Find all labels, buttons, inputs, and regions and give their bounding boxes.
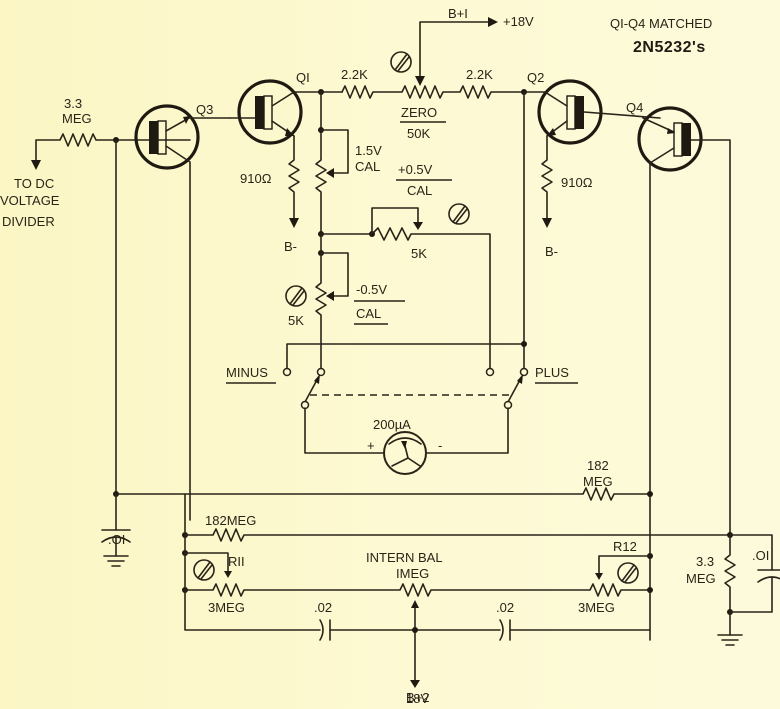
cal-network bbox=[285, 91, 491, 371]
b-plus2-volts-label: 18V bbox=[406, 691, 429, 706]
cal-neg-value-label: 5K bbox=[288, 313, 304, 328]
cal-neg-cal-label: CAL bbox=[356, 306, 381, 321]
zero-label: ZERO bbox=[401, 105, 437, 120]
polarity-switch[interactable] bbox=[282, 341, 529, 410]
cap-left-label: .OI bbox=[108, 532, 125, 547]
cal15-cal-label: CAL bbox=[355, 159, 380, 174]
cap02-right-label: .02 bbox=[496, 600, 514, 615]
feedback-network bbox=[101, 487, 780, 688]
q2-label: Q2 bbox=[527, 70, 544, 85]
emitter-res-right-label: 910Ω bbox=[561, 175, 593, 190]
q1-label: QI bbox=[296, 70, 310, 85]
cal15-label: 1.5V bbox=[355, 143, 382, 158]
r182-left-label: 182MEG bbox=[205, 513, 256, 528]
transistor-q4 bbox=[637, 106, 731, 641]
out-res-label-1: 3.3 bbox=[696, 554, 714, 569]
input-res-label-2: MEG bbox=[62, 111, 92, 126]
r182-right-label-2: MEG bbox=[583, 474, 613, 489]
r22k-left-label: 2.2K bbox=[341, 67, 368, 82]
intern-bal-label: INTERN BAL bbox=[366, 550, 443, 565]
r12-screw-icon bbox=[617, 562, 639, 584]
part-number-note: 2N5232's bbox=[633, 39, 706, 56]
zero-value-label: 50K bbox=[407, 126, 430, 141]
cal-pos-screw-icon bbox=[448, 203, 470, 225]
b-minus-right-label: B- bbox=[545, 244, 558, 259]
cap02-left-label: .02 bbox=[314, 600, 332, 615]
b-plus1-volts-label: +18V bbox=[503, 14, 534, 29]
input-res-label-1: 3.3 bbox=[64, 96, 82, 111]
r11-screw-icon bbox=[193, 559, 215, 581]
meter-plus-label: + bbox=[367, 438, 375, 453]
r22k-right-label: 2.2K bbox=[466, 67, 493, 82]
microammeter bbox=[304, 407, 509, 475]
cal-pos-value-label: 5K bbox=[411, 246, 427, 261]
intern-bal-value-label: IMEG bbox=[396, 566, 429, 581]
r11-label: RII bbox=[228, 554, 245, 569]
transistor-q3 bbox=[134, 104, 231, 521]
transistor-q2 bbox=[524, 79, 661, 228]
meter-minus-label: - bbox=[438, 438, 442, 453]
transistor-q1 bbox=[229, 79, 343, 228]
emitter-res-left-label: 910Ω bbox=[240, 171, 272, 186]
b-plus2-label: B+2 bbox=[406, 690, 430, 705]
b-plus1-label: B+I bbox=[448, 6, 468, 21]
r12-label: R12 bbox=[613, 539, 637, 554]
divider-label: DIVIDER bbox=[2, 214, 55, 229]
cap-right-label: .OI bbox=[752, 548, 769, 563]
r182-right-label-1: 182 bbox=[587, 458, 609, 473]
cal-neg-screw-icon bbox=[285, 285, 307, 307]
out-res-label-2: MEG bbox=[686, 571, 716, 586]
voltage-label: VOLTAGE bbox=[0, 193, 60, 208]
plus-label: PLUS bbox=[535, 365, 569, 380]
cal-pos-label: +0.5V bbox=[398, 162, 433, 177]
minus-label: MINUS bbox=[226, 365, 268, 380]
q3-label: Q3 bbox=[196, 102, 213, 117]
r12-value-label: 3MEG bbox=[578, 600, 615, 615]
zero-adjust-screw-icon bbox=[390, 51, 412, 73]
b-minus-left-label: B- bbox=[284, 239, 297, 254]
r11-value-label: 3MEG bbox=[208, 600, 245, 615]
meter-label: 200µA bbox=[373, 417, 411, 432]
to-dc-label: TO DC bbox=[14, 176, 54, 191]
cal-pos-cal-label: CAL bbox=[407, 183, 432, 198]
zero-resistor-chain bbox=[318, 17, 527, 99]
matched-note: QI-Q4 MATCHED bbox=[610, 16, 712, 31]
cal-neg-label: -0.5V bbox=[356, 282, 387, 297]
q4-label: Q4 bbox=[626, 100, 643, 115]
